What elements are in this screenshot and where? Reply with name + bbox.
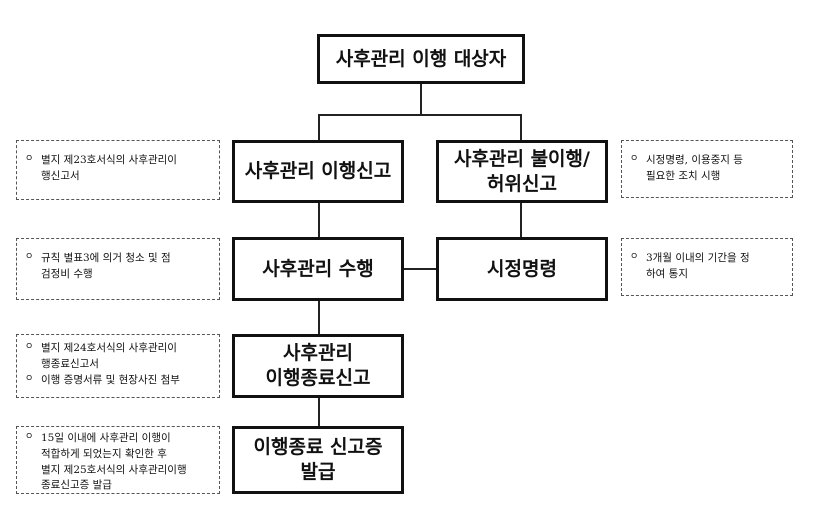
bullet-icon: ㅇ: [25, 342, 34, 352]
bullet-icon: ㅇ: [25, 252, 34, 262]
note-correction-order-text: 3개월 이내의 기간을 정 하여 통지: [646, 252, 750, 280]
note-certificate-text: 15일 이내에 사후관리 이행이 적합하게 되었는지 확인한 후 별지 제25호…: [41, 432, 187, 492]
box-nonperformance: 사후관리 불이행/ 허위신고: [436, 140, 608, 203]
connector-order-to-perform: [404, 268, 436, 270]
note-nonperformance-text: 시정명령, 이용중지 등 필요한 조치 시행: [646, 154, 743, 182]
connector-branch-horizontal: [318, 114, 522, 116]
box-certificate-line2: 발급: [300, 461, 336, 483]
box-certificate-line1: 이행종료 신고증: [253, 436, 383, 459]
box-completion-report-line1: 사후관리: [283, 342, 353, 365]
connector-to-report: [318, 114, 320, 142]
bullet-icon: ㅇ: [630, 252, 639, 262]
note-perform-text: 규칙 별표3에 의거 청소 및 점 검정비 수행: [41, 252, 171, 280]
bullet-icon: ㅇ: [25, 154, 34, 164]
box-correction-order: 시정명령: [436, 237, 608, 301]
box-perform: 사후관리 수행: [232, 237, 404, 301]
note-completion-text-1: 별지 제24호서식의 사후관리이 행종료신고서: [41, 342, 177, 370]
note-correction-order: ㅇ 3개월 이내의 기간을 정 하여 통지: [621, 238, 793, 296]
note-perform: ㅇ 규칙 별표3에 의거 청소 및 점 검정비 수행: [16, 238, 220, 300]
connector-perform-to-complete: [318, 301, 320, 336]
note-completion: ㅇ 별지 제24호서식의 사후관리이 행종료신고서 ㅇ 이행 증명서류 및 현장사진…: [16, 334, 220, 398]
note-completion-text-2: 이행 증명서류 및 현장사진 첨부: [41, 373, 180, 386]
connector-target-down: [420, 82, 422, 115]
box-certificate: 이행종료 신고증 발급: [232, 426, 404, 494]
box-report: 사후관리 이행신고: [232, 140, 404, 203]
note-report-text: 별지 제23호서식의 사후관리이 행신고서: [41, 154, 177, 182]
bullet-icon: ㅇ: [630, 154, 639, 164]
box-target: 사후관리 이행 대상자: [317, 34, 525, 84]
box-report-label: 사후관리 이행신고: [244, 160, 392, 183]
box-completion-report: 사후관리 이행종료신고: [232, 334, 404, 398]
connector-nonperf-to-order: [520, 203, 522, 239]
box-perform-label: 사후관리 수행: [262, 257, 374, 280]
connector-complete-to-cert: [318, 398, 320, 428]
box-completion-report-line2: 이행종료신고: [265, 367, 371, 389]
note-report: ㅇ 별지 제23호서식의 사후관리이 행신고서: [16, 140, 220, 200]
bullet-icon: ㅇ: [25, 432, 34, 442]
note-nonperformance: ㅇ 시정명령, 이용중지 등 필요한 조치 시행: [621, 140, 793, 198]
bullet-icon: ㅇ: [25, 373, 34, 384]
box-nonperformance-label: 사후관리 불이행/ 허위신고: [454, 147, 590, 195]
box-target-label: 사후관리 이행 대상자: [335, 47, 507, 70]
note-certificate: ㅇ 15일 이내에 사후관리 이행이 적합하게 되었는지 확인한 후 별지 제25…: [16, 426, 220, 494]
connector-to-nonperf: [520, 114, 522, 142]
box-correction-order-label: 시정명령: [487, 257, 557, 280]
connector-report-to-perform: [318, 203, 320, 239]
